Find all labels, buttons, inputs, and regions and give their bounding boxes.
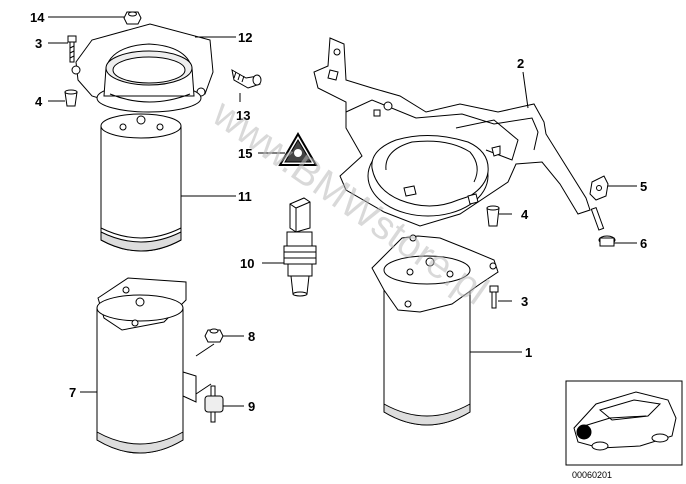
part-13-bolt[interactable] [231,69,262,89]
callout-4-left: 4 [35,94,43,109]
part-3-screw-right[interactable] [489,285,499,309]
part-4-grommet-left[interactable] [64,89,78,107]
part-11-drier[interactable] [100,113,182,252]
part-3-screw-left[interactable] [67,35,77,63]
part-15-warning-label[interactable] [278,132,318,166]
callout-4-right: 4 [521,207,529,222]
part-10-pressure-switch[interactable] [283,197,317,297]
callout-1: 1 [525,345,532,360]
callout-15: 15 [238,146,252,161]
part-14-nut[interactable] [123,11,142,25]
callout-9: 9 [248,399,255,414]
part-1-drier-assembly[interactable] [371,234,499,426]
callout-14: 14 [30,10,45,25]
part-12-mounting-ring[interactable] [71,23,214,113]
part-8-nut[interactable] [204,328,224,343]
callout-8: 8 [248,329,255,344]
diagram-reference-code: 00060201 [572,470,612,480]
car-location-thumbnail [565,380,683,466]
callout-13: 13 [236,108,250,123]
part-7-drier[interactable] [96,277,197,454]
callout-2: 2 [517,56,524,71]
callout-7: 7 [69,385,76,400]
part-9-damper[interactable] [204,385,224,423]
callout-10: 10 [240,256,254,271]
part-5-clip-nut[interactable] [589,175,609,201]
callout-5: 5 [640,179,647,194]
callout-12: 12 [238,30,252,45]
part-6-bolt[interactable] [590,206,616,247]
callout-3-right: 3 [521,294,528,309]
callout-6: 6 [640,236,647,251]
callout-3-left: 3 [35,36,42,51]
part-2-bracket[interactable] [313,37,591,227]
callout-11: 11 [238,189,252,204]
part-4-grommet-right[interactable] [486,205,500,227]
